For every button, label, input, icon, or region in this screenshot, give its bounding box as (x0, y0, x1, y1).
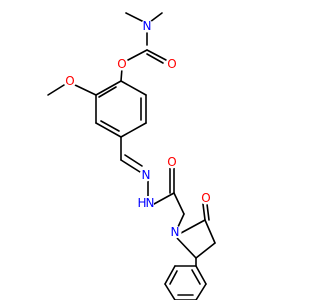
bond (124, 154, 143, 167)
atom-label-o: O (167, 57, 176, 71)
bond (98, 86, 117, 98)
bond (146, 49, 167, 61)
bond (120, 80, 147, 96)
atom-n: N (140, 19, 154, 33)
bond (180, 219, 206, 234)
bond (95, 122, 122, 138)
bond (176, 237, 197, 259)
atom-label-o: O (201, 191, 210, 205)
atom-o: O (115, 57, 129, 71)
atom-label-o: O (167, 155, 176, 169)
atom-label-n: N (143, 19, 152, 33)
bond (164, 283, 176, 300)
bond (125, 12, 145, 23)
atom-o: O (165, 57, 179, 71)
bond (195, 242, 216, 259)
bond (100, 120, 120, 132)
atom-o: O (165, 155, 179, 169)
atom-o: O (199, 191, 213, 205)
bond (149, 12, 163, 23)
bond (202, 203, 206, 221)
bonds (47, 12, 216, 300)
bond (47, 84, 65, 96)
bond (206, 203, 210, 221)
atom-label-n: N (171, 225, 180, 239)
bond (153, 192, 175, 205)
bond (95, 80, 122, 96)
atom-label-o: O (65, 74, 74, 88)
atom-n: N (139, 168, 153, 182)
bond (195, 265, 207, 285)
atom-nh: H N (137, 196, 154, 210)
atom-label-n: N (146, 196, 155, 210)
bond (173, 192, 185, 215)
bond (204, 219, 216, 244)
bond (169, 270, 178, 285)
bond (146, 53, 164, 64)
bond (120, 122, 147, 138)
bond (120, 159, 141, 173)
atom-labels: N O O O N H N O N (63, 19, 213, 239)
bond (177, 213, 185, 228)
atom-n: N (168, 225, 182, 239)
bond (191, 269, 201, 285)
atom-label-n: N (142, 168, 151, 182)
atom-label-o: O (117, 57, 126, 71)
bond (195, 283, 207, 300)
bond (74, 84, 97, 96)
chemical-structure: N O O O N H N O N (47, 12, 216, 300)
bond (127, 49, 148, 61)
atom-label-h: H (137, 196, 146, 210)
bond (164, 265, 176, 285)
atom-o: O (63, 74, 77, 88)
